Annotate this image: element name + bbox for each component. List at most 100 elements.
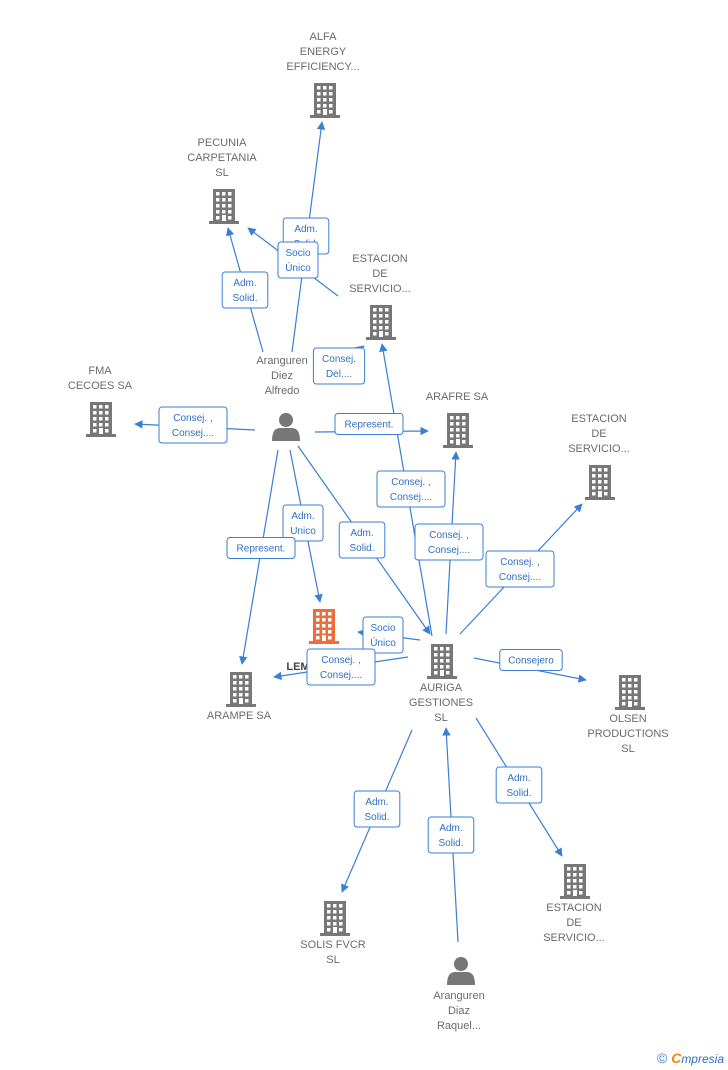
edge-label-text: Solid.	[364, 812, 389, 823]
node-label-auriga[interactable]: GESTIONES	[409, 697, 473, 709]
node-label-fma[interactable]: FMA	[88, 365, 112, 377]
node-label-estacion2[interactable]: DE	[591, 428, 606, 440]
edge-label-text: Adm.	[291, 511, 314, 522]
copyright-icon: ©	[656, 1050, 668, 1066]
building-icon-olsen[interactable]	[615, 675, 645, 710]
edge-label-box	[427, 816, 475, 854]
edge-label-text: Consej. ,	[321, 655, 360, 666]
edge-label[interactable]: Adm.Solid.	[427, 816, 475, 854]
edge-label-text: Socio	[285, 248, 310, 259]
node-label-estacion1[interactable]: DE	[372, 268, 387, 280]
node-label-alfa[interactable]: EFFICIENCY...	[286, 61, 359, 73]
node-label-solis[interactable]: SL	[326, 954, 339, 966]
node-label-arampe[interactable]: ARAMPE SA	[207, 710, 272, 722]
node-label-olsen[interactable]: SL	[621, 743, 634, 755]
building-icon-pecunia[interactable]	[209, 189, 239, 224]
edge-label[interactable]: Consej. ,Consej....	[376, 470, 446, 508]
person-icon-aranguren_alfredo[interactable]	[272, 413, 300, 441]
building-icon-estacion1[interactable]	[366, 305, 396, 340]
edge-label-box	[495, 766, 543, 804]
edge-label[interactable]: Adm. Solid.	[353, 790, 401, 828]
node-label-aranguren_raquel[interactable]: Aranguren	[433, 990, 484, 1002]
edge-label-text: Consej. ,	[429, 530, 468, 541]
edge-label-box	[338, 521, 386, 559]
edge-label-box	[282, 504, 324, 542]
edge-label[interactable]: Adm.Solid.	[495, 766, 543, 804]
node-label-auriga[interactable]: AURIGA	[420, 682, 463, 694]
node-label-estacion1[interactable]: SERVICIO...	[349, 283, 411, 295]
node-label-auriga[interactable]: SL	[434, 712, 447, 724]
node-label-pecunia[interactable]: PECUNIA	[198, 137, 248, 149]
edge-label-text: Consej.	[322, 354, 356, 365]
node-label-estacion2[interactable]: ESTACION	[571, 413, 626, 425]
node-label-alfa[interactable]: ALFA	[310, 31, 338, 43]
edge-label-text: Adm.	[233, 278, 256, 289]
node-label-estacion3[interactable]: ESTACION	[546, 902, 601, 914]
node-label-estacion3[interactable]: SERVICIO...	[543, 932, 605, 944]
edge-label-text: Adm.	[439, 823, 462, 834]
node-label-solis[interactable]: SOLIS FVCR	[300, 939, 365, 951]
node-label-estacion2[interactable]: SERVICIO...	[568, 443, 630, 455]
edge-label-box	[376, 470, 446, 508]
edge-label-text: Consej. ,	[500, 557, 539, 568]
brand-logo: ©Cmpresia	[657, 1050, 724, 1066]
node-label-aranguren_alfredo[interactable]: Diez	[271, 370, 293, 382]
building-icon-estacion2[interactable]	[585, 465, 615, 500]
node-label-aranguren_alfredo[interactable]: Alfredo	[265, 385, 300, 397]
edge-label[interactable]: Consej. , Consej....	[306, 648, 376, 686]
node-label-olsen[interactable]: OLSEN	[609, 713, 646, 725]
building-icon-solis[interactable]	[320, 901, 350, 936]
edge-label[interactable]: Represent.	[226, 537, 296, 559]
edge-label-text: Represent.	[345, 420, 394, 431]
edge-label-box	[362, 616, 404, 654]
node-label-pecunia[interactable]: CARPETANIA	[187, 152, 257, 164]
node-label-lem[interactable]: LEM	[286, 661, 309, 673]
edge-label-text: Consej. ,	[391, 477, 430, 488]
edge-label-text: Consej....	[320, 670, 362, 681]
edge-label-box	[226, 537, 296, 559]
brand-name: mpresia	[681, 1052, 724, 1066]
building-icon-arafre[interactable]	[443, 413, 473, 448]
building-icon-fma[interactable]	[86, 402, 116, 437]
edge-label-text: Socio	[370, 623, 395, 634]
edge-label-text: Adm.	[294, 224, 317, 235]
edge-label[interactable]: Adm. Unico	[282, 504, 324, 542]
edge-label[interactable]: Adm.Solid.	[338, 521, 386, 559]
edge-label-box	[499, 649, 563, 671]
node-label-estacion1[interactable]: ESTACION	[352, 253, 407, 265]
edge-label-box	[353, 790, 401, 828]
edge-label[interactable]: Consej. ,Consej....	[414, 523, 484, 561]
building-icon-alfa[interactable]	[310, 83, 340, 118]
node-label-aranguren_raquel[interactable]: Raquel...	[437, 1020, 481, 1032]
edge-label-text: Único	[370, 636, 396, 649]
node-label-estacion3[interactable]: DE	[566, 917, 581, 929]
edge-label[interactable]: Consej. ,Consej....	[485, 550, 555, 588]
edge-label[interactable]: Represent.	[334, 413, 404, 435]
edge-label[interactable]: Consej.Del....	[312, 347, 366, 385]
nodes-layer: ALFA ENERGY EFFICIENCY... PECUNIA CARPETANIA…	[68, 31, 669, 1032]
building-icon-arampe[interactable]	[226, 672, 256, 707]
node-label-alfa[interactable]: ENERGY	[300, 46, 347, 58]
edge-label[interactable]: Consejero	[499, 649, 563, 671]
edge-label-text: Adm.	[365, 797, 388, 808]
edge-labels-layer: Adm.Solid.Adm.Solid.SocioÚnicoConsej.Del…	[158, 217, 563, 854]
node-label-arafre[interactable]: ARAFRE SA	[426, 391, 489, 403]
node-label-olsen[interactable]: PRODUCTIONS	[587, 728, 668, 740]
node-label-aranguren_raquel[interactable]: Diaz	[448, 1005, 470, 1017]
edge-label[interactable]: Consej. ,Consej....	[158, 406, 228, 444]
building-icon-lem[interactable]	[309, 609, 339, 644]
person-icon-aranguren_raquel[interactable]	[447, 957, 475, 985]
edge-label-text: Consejero	[508, 656, 554, 667]
edge-label-box	[414, 523, 484, 561]
node-label-fma[interactable]: CECOES SA	[68, 380, 133, 392]
edge-label[interactable]: Adm.Solid.	[221, 271, 269, 309]
edge-label-text: Unico	[290, 526, 316, 537]
edge-label-box	[485, 550, 555, 588]
building-icon-auriga[interactable]	[427, 644, 457, 679]
node-label-aranguren_alfredo[interactable]: Aranguren	[256, 355, 307, 367]
building-icon-estacion3[interactable]	[560, 864, 590, 899]
edge-label-text: Consej. ,	[173, 413, 212, 424]
node-label-pecunia[interactable]: SL	[215, 167, 228, 179]
